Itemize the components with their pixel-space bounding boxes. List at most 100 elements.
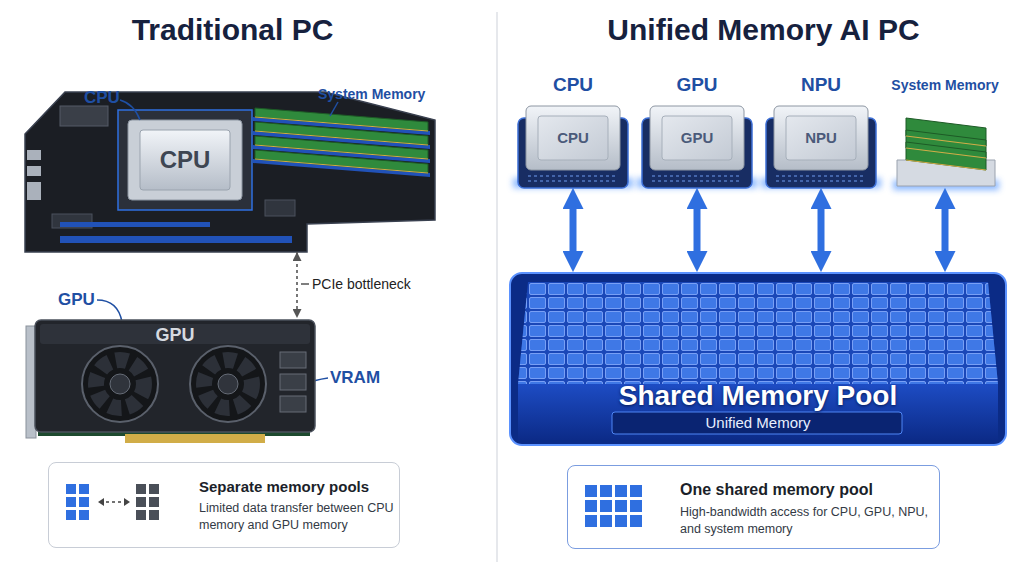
memory-pool	[510, 273, 1006, 445]
leader-lines-part	[97, 300, 122, 322]
card-label: GPU	[135, 324, 215, 346]
shared-pool-icon-part	[615, 515, 627, 527]
ram-sticks	[253, 108, 430, 177]
panel-title: Unified Memory AI PC	[500, 12, 1024, 48]
separate-pools-icon-part	[79, 484, 89, 494]
pool-subtitle: Unified Memory	[512, 414, 1004, 432]
chip-box: GPUGPU	[645, 108, 749, 188]
gpu-card-part	[96, 360, 144, 408]
bandwidth-arrow	[818, 198, 825, 262]
leader-lines-part	[301, 283, 309, 285]
leader-lines-part	[330, 102, 338, 116]
separate-pools-icon-part	[66, 510, 76, 520]
shared-pool-icon-part	[600, 500, 612, 512]
callout-label: VRAM	[330, 368, 380, 388]
component-heading: NPU	[749, 74, 893, 96]
gpu-card	[26, 320, 315, 443]
separate-pools-icon-part	[98, 498, 130, 506]
chip-illustrations	[513, 106, 881, 188]
shared-pool-icon-part	[630, 485, 642, 497]
shared-pool-icon-part	[615, 500, 627, 512]
memory-pool-part	[510, 273, 1006, 445]
ram-sticks-part	[255, 117, 428, 173]
info-body: Limited data transfer between CPU memory…	[199, 500, 394, 534]
component-heading: CPU	[501, 74, 645, 96]
callout-label: CPU	[84, 88, 120, 108]
shared-pool-icon	[585, 485, 642, 527]
info-heading: Separate memory pools	[199, 477, 394, 496]
motherboard-part	[60, 236, 292, 243]
chip-label: CPU	[538, 129, 608, 147]
gpu-card-box: GPU	[35, 318, 320, 440]
gpu-card-part	[218, 374, 238, 394]
separate-pools-icon	[66, 484, 159, 520]
chip-illustrations-part	[513, 106, 633, 188]
gpu-card-part	[125, 434, 265, 443]
chip-box: CPUCPU	[521, 108, 625, 188]
gpu-card-part	[110, 374, 130, 394]
motherboard-part	[128, 120, 242, 200]
ram-module-part	[906, 136, 986, 170]
gpu-card-part	[35, 320, 315, 432]
chip-label: CPU	[145, 146, 225, 174]
chip-label: NPU	[786, 129, 856, 147]
motherboard-part	[27, 166, 41, 176]
separate-pools-icon-part	[79, 510, 89, 520]
gpu-card-part	[280, 374, 306, 390]
gpu-card-part	[190, 346, 266, 422]
component-heading: GPU	[625, 74, 769, 96]
info-box: Separate memory poolsLimited data transf…	[48, 462, 400, 548]
chip-illustrations-part	[761, 106, 881, 188]
separate-pools-icon-part	[136, 497, 146, 507]
shared-pool-icon-part	[630, 500, 642, 512]
bandwidth-arrow	[942, 198, 949, 262]
motherboard-part	[60, 106, 108, 126]
memory-pool-part	[518, 282, 998, 384]
memory-pool-box: Shared Memory PoolUnified Memory	[512, 272, 1004, 444]
separate-pools-icon-part	[149, 510, 159, 520]
shared-pool-icon-part	[600, 515, 612, 527]
component-heading: System Memory	[863, 76, 1024, 94]
motherboard-part	[118, 110, 252, 210]
motherboard-part	[25, 92, 435, 252]
memory-module-box: System Memory	[893, 108, 997, 188]
motherboard	[25, 92, 435, 252]
motherboard-part	[27, 150, 41, 160]
callout-label: System Memory	[318, 84, 425, 104]
divider-line	[496, 12, 497, 562]
shared-pool-icon-part	[585, 485, 597, 497]
shared-pool-icon-part	[630, 515, 642, 527]
gpu-card-part	[280, 396, 306, 412]
separate-pools-icon-part	[66, 497, 76, 507]
shared-pool-icon-part	[600, 485, 612, 497]
motherboard-part	[27, 182, 41, 200]
shared-pool-icon-part	[585, 515, 597, 527]
bus-connector	[296, 252, 298, 318]
separate-pools-icon-part	[149, 497, 159, 507]
motherboard-box: CPU	[25, 92, 435, 252]
pool-title: Shared Memory Pool	[512, 380, 1004, 412]
bandwidth-arrow	[570, 198, 577, 262]
separate-pools-icon-part	[136, 484, 146, 494]
info-heading: One shared memory pool	[680, 480, 930, 500]
panel-title: Traditional PC	[0, 12, 465, 48]
info-body: High-bandwidth access for CPU, GPU, NPU,…	[680, 504, 930, 538]
shared-pool-icon-part	[615, 485, 627, 497]
motherboard-part	[60, 222, 210, 227]
motherboard-part	[265, 200, 295, 216]
chip-box: NPUNPU	[769, 108, 873, 188]
memory-pool-part	[518, 282, 998, 384]
gpu-card-part	[82, 346, 158, 422]
shared-pool-icon-part	[585, 500, 597, 512]
info-box: One shared memory poolHigh-bandwidth acc…	[567, 465, 940, 549]
callout-label: GPU	[58, 290, 95, 310]
ram-module	[893, 118, 999, 190]
connector-label: PCIe bottleneck	[312, 275, 411, 293]
leader-lines-part	[120, 100, 140, 120]
bandwidth-arrow	[694, 198, 701, 262]
separate-pools-icon-part	[149, 484, 159, 494]
separate-pools-icon-part	[66, 484, 76, 494]
separate-pools-icon-part	[79, 497, 89, 507]
gpu-card-part	[280, 352, 306, 368]
